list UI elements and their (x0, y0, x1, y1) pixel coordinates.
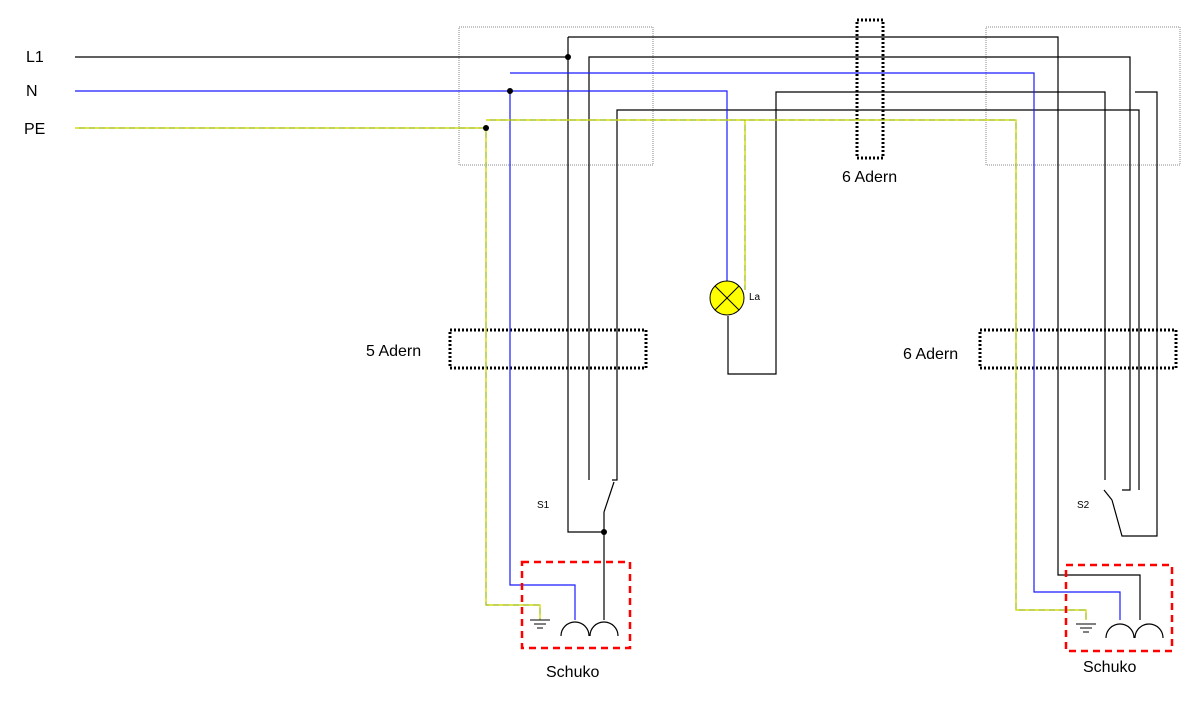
phase-wires (75, 36, 1158, 620)
neutral-wires (75, 72, 1121, 620)
junction-box-left (458, 26, 654, 166)
right-socket (1064, 563, 1174, 653)
label-lamp: La (749, 292, 761, 303)
label-switch-s1: S1 (537, 500, 550, 511)
junction-dot-l1 (565, 54, 571, 60)
left-socket (520, 560, 632, 650)
traveller-1-left (588, 56, 1131, 491)
n-feed (75, 90, 728, 283)
junction-dot-n (507, 88, 513, 94)
pe-to-left-socket-dash (485, 128, 541, 620)
label-socket-left: Schuko (546, 664, 599, 681)
junction-box-right (985, 26, 1181, 166)
label-cable-top: 6 Adern (842, 169, 897, 186)
label-l1: L1 (26, 49, 44, 66)
lamp-cross-b (714, 285, 740, 311)
n-to-left-socket (509, 91, 576, 620)
pe-to-right-socket-dash (745, 119, 1087, 620)
label-switch-s2: S2 (1077, 500, 1090, 511)
cable-marker-left (448, 328, 648, 370)
label-n: N (26, 83, 38, 100)
cable-marker-top (855, 18, 885, 160)
pe-to-right-socket (745, 119, 1087, 620)
n-to-right-socket (510, 72, 1121, 620)
lamp-symbol (709, 280, 745, 316)
junction-dot-pe (483, 125, 489, 131)
left-socket-earth-icon (530, 619, 550, 629)
pe-to-lamp-dash (486, 119, 746, 290)
label-cable-left: 5 Adern (366, 343, 421, 360)
s2-common (1111, 91, 1158, 537)
label-socket-right: Schuko (1083, 659, 1136, 676)
pe-to-left-socket (485, 128, 541, 620)
left-socket-box (520, 560, 632, 650)
right-socket-box (1064, 563, 1174, 653)
label-cable-right: 6 Adern (903, 346, 958, 363)
l1-to-s1 (567, 37, 605, 533)
cable-marker-right (978, 328, 1178, 370)
left-socket-contact-2 (589, 621, 619, 637)
l1-to-right-socket (568, 36, 1141, 620)
s2-lever (1103, 489, 1113, 501)
junction-dot-s1 (601, 529, 607, 535)
traveller-2-right (727, 91, 1106, 480)
traveller-2-left (612, 109, 1140, 490)
s1-lever (603, 481, 615, 513)
left-socket-contact-1 (560, 621, 590, 637)
pe-to-lamp (486, 119, 746, 290)
pe-wires (75, 119, 1087, 620)
right-socket-contact-1 (1105, 623, 1135, 639)
right-socket-earth-icon (1076, 623, 1096, 633)
label-pe: PE (24, 121, 45, 138)
right-socket-contact-2 (1134, 623, 1164, 639)
